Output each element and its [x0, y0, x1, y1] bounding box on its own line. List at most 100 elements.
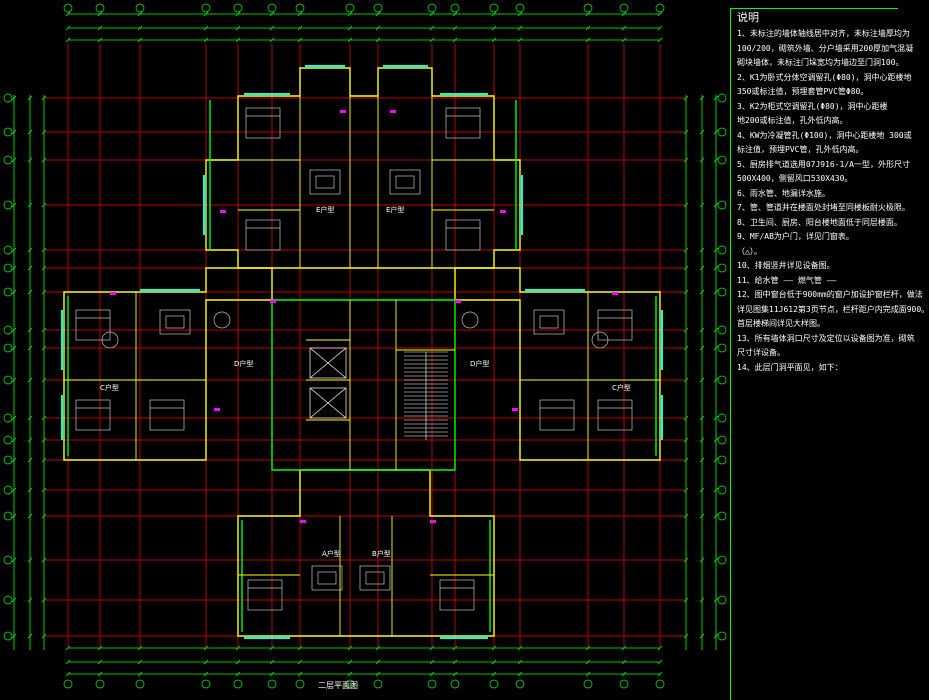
axis-bubble	[3, 413, 13, 423]
dimension-tick	[713, 487, 719, 493]
axis-bubble	[373, 679, 383, 689]
dimension-tick	[452, 659, 458, 665]
dimension-tick	[269, 659, 275, 665]
tag-marker	[390, 110, 396, 113]
bed	[149, 399, 185, 431]
dimension-tick	[11, 597, 17, 603]
axis-bubble	[655, 679, 665, 689]
note-line: 标注值，预埋PVC管，孔外低内高。	[737, 145, 864, 154]
dimension-tick	[491, 659, 497, 665]
sofa	[533, 309, 565, 335]
dimension-tick	[97, 37, 103, 43]
note-line: 1、未标注的墙体轴线居中对齐，未标注墙厚均为	[737, 29, 910, 38]
dimension-tick	[65, 659, 71, 665]
dimension-tick	[347, 25, 353, 31]
dimension-tick	[203, 11, 209, 17]
dimension-tick	[27, 487, 33, 493]
axis-bubble	[583, 3, 593, 13]
dimension-tick	[699, 633, 705, 639]
axis-bubble	[3, 595, 13, 605]
note-line: 地200或标注值，孔外低内高。	[737, 116, 848, 125]
dimension-tick	[137, 25, 143, 31]
axis-bubble	[3, 375, 13, 385]
dimension-tick	[491, 11, 497, 17]
sofa	[311, 565, 343, 591]
dimension-tick	[713, 247, 719, 253]
coffee-table	[365, 571, 385, 585]
tag-marker	[340, 110, 346, 113]
dimension-tick	[713, 457, 719, 463]
axis-bubble	[717, 287, 727, 297]
dining-table	[101, 331, 119, 349]
note-line: 详见图集11J612第3页节点，栏杆距户内完成面900。	[737, 304, 929, 314]
bed	[75, 399, 111, 431]
dimension-tick	[713, 345, 719, 351]
axis-bubble	[345, 3, 355, 13]
elevator-shafts	[309, 347, 347, 419]
dimension-tick	[621, 11, 627, 17]
sofa	[359, 565, 391, 591]
dimension-tick	[713, 513, 719, 519]
dimension-tick	[203, 659, 209, 665]
dimension-tick	[699, 327, 705, 333]
dimension-tick	[621, 671, 627, 677]
axis-bubble	[3, 455, 13, 465]
dimension-tick	[713, 289, 719, 295]
dimension-tick	[27, 437, 33, 443]
note-line: 尺寸详设备。	[737, 348, 785, 357]
dimension-tick	[699, 457, 705, 463]
note-line: 6、雨水管、地漏详水施。	[737, 188, 830, 198]
dimension-tick	[491, 37, 497, 43]
dimension-tick	[713, 327, 719, 333]
dimension-tick	[621, 659, 627, 665]
axis-bubble	[3, 555, 13, 565]
axis-bubble	[3, 435, 13, 445]
dimension-tick	[137, 659, 143, 665]
note-line: 砌块墙体，未标注门垛宽均为墙边至门洞100。	[737, 58, 904, 67]
axis-bubble	[427, 3, 437, 13]
axis-bubble	[717, 595, 727, 605]
axis-bubble	[3, 631, 13, 641]
axis-bubble	[3, 287, 13, 297]
tag-marker	[430, 520, 436, 523]
dimension-tick	[491, 671, 497, 677]
dimension-tick	[11, 157, 17, 163]
axis-bubble	[450, 3, 460, 13]
note-line: 350或标注值，预埋套管PVC管Φ80。	[737, 87, 869, 96]
note-line: 500X400，侧留风口530X430。	[737, 174, 853, 183]
dimension-tick	[429, 37, 435, 43]
note-line: 首层楼梯间详见大样图。	[737, 319, 825, 328]
dimension-tick	[657, 11, 663, 17]
dimension-tick	[269, 671, 275, 677]
dimension-tick	[97, 671, 103, 677]
axis-bubble	[95, 679, 105, 689]
note-line: 12、图中窗台低于900mm的窗户加设护窗栏杆，做法	[737, 290, 923, 299]
dimension-tick	[517, 25, 523, 31]
windows	[61, 65, 663, 639]
dimension-tick	[11, 327, 17, 333]
sofa	[389, 169, 421, 195]
axis-bubble	[201, 679, 211, 689]
dimension-tick	[699, 289, 705, 295]
axis-bubbles	[3, 3, 727, 689]
dimension-tick	[65, 11, 71, 17]
dimension-tick	[452, 671, 458, 677]
dimension-tick	[11, 557, 17, 563]
axis-bubble	[3, 263, 13, 273]
axis-bubble	[717, 555, 727, 565]
dimension-tick	[269, 11, 275, 17]
axis-bubble	[3, 343, 13, 353]
dimension-tick	[97, 25, 103, 31]
tag-marker	[220, 210, 226, 213]
dimension-tick	[297, 11, 303, 17]
dimension-tick	[491, 25, 497, 31]
room-label: E户型	[386, 205, 404, 214]
dimension-tick	[517, 671, 523, 677]
axis-bubble	[267, 3, 277, 13]
dimension-tick	[203, 25, 209, 31]
dimension-tick	[65, 671, 71, 677]
axis-bubble	[717, 485, 727, 495]
axis-bubble	[3, 127, 13, 137]
bed	[245, 219, 281, 251]
dimension-tick	[269, 37, 275, 43]
